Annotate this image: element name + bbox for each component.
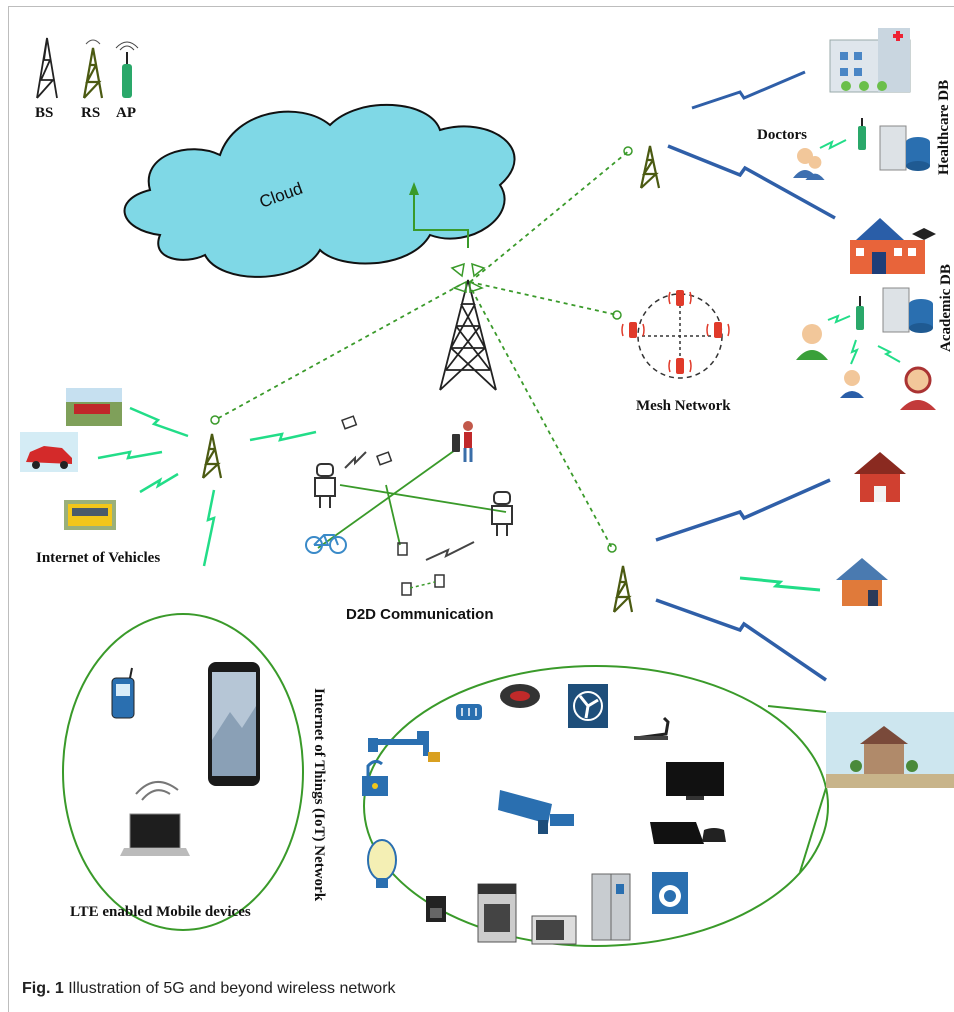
cloud-uplink <box>413 190 469 248</box>
iot-label: Internet of Things (IoT) Network <box>311 688 327 902</box>
wireless-link-house-mid <box>739 576 821 592</box>
student-icon <box>796 324 828 360</box>
school-icon <box>850 218 936 274</box>
academic-ap-icon <box>856 296 864 330</box>
microwave-icon <box>531 915 577 945</box>
academic-db-label: Academic DB <box>938 264 954 352</box>
doctors-icon <box>793 148 825 180</box>
car-icon <box>20 432 78 472</box>
fan-icon <box>568 684 608 728</box>
d2d-label: D2D Communication <box>346 606 494 623</box>
lte-devices-group <box>62 613 304 931</box>
feature-phone-icon <box>111 667 135 719</box>
robot-left-icon <box>314 463 336 509</box>
vehicle-wireless-links <box>97 406 317 567</box>
d2d-small-devices <box>341 415 445 596</box>
doctors-label: Doctors <box>757 127 807 143</box>
healthcare-db-server-icon <box>879 125 930 171</box>
wireless-link-house-top <box>655 478 831 542</box>
link-endpoints <box>210 146 633 553</box>
faucet-icon <box>368 731 440 762</box>
light-bulb-icon <box>367 839 397 888</box>
bus-icon <box>64 500 116 530</box>
house-blue-roof-icon <box>836 558 888 606</box>
wireless-link-teacher <box>850 339 859 365</box>
wireless-link-doctors <box>819 139 847 150</box>
backhaul-links <box>214 149 631 549</box>
iov-relay-tower-icon <box>201 433 223 479</box>
lte-label: LTE enabled Mobile devices <box>70 904 251 920</box>
robot-right-icon <box>491 491 513 537</box>
d2d-cluster <box>305 415 513 596</box>
hospital-icon <box>829 28 911 93</box>
washing-machine-icon <box>652 872 688 914</box>
d2d-wireless-links <box>344 451 475 561</box>
stove-icon <box>477 883 517 943</box>
iot-devices-group <box>362 665 954 947</box>
figure-number: Fig. 1 <box>22 980 64 997</box>
rs-tower-icon <box>82 39 104 99</box>
lock-icon <box>362 759 388 796</box>
bs-tower-icon <box>36 37 58 99</box>
coffee-maker-icon <box>426 896 446 922</box>
refrigerator-icon <box>591 873 631 941</box>
healthcare-db-label: Healthcare DB <box>936 80 952 175</box>
house-red-icon <box>854 452 906 502</box>
figure-frame <box>8 6 954 1012</box>
healthcare-ap-icon <box>858 118 866 150</box>
central-base-station-icon <box>439 262 497 391</box>
smartphone-icon <box>208 662 260 786</box>
wireless-link-operator <box>877 345 901 363</box>
wireless-link-student <box>827 314 851 324</box>
legend-ap-label: AP <box>116 105 136 121</box>
tv-icon <box>666 762 724 800</box>
iov-label: Internet of Vehicles <box>36 550 160 566</box>
figure-caption: Fig. 1 Illustration of 5G and beyond wir… <box>22 980 396 998</box>
teacher-icon <box>840 370 864 398</box>
legend-rs-label: RS <box>81 105 100 121</box>
figure-caption-text: Illustration of 5G and beyond wireless n… <box>68 980 396 997</box>
home-relay-tower-icon <box>612 565 634 613</box>
smart-home-thumbnail <box>826 712 954 788</box>
mesh-network-label: Mesh Network <box>636 398 731 414</box>
laptop-icon <box>120 781 190 856</box>
uplink-arrowhead <box>409 182 419 195</box>
legend: BS RS AP <box>35 37 139 121</box>
operator-icon <box>900 366 936 410</box>
healthcare-relay-tower-icon <box>639 145 661 189</box>
smart-speaker-icon <box>500 684 540 708</box>
bicycle-icon <box>305 534 347 554</box>
security-camera-icon <box>498 790 574 834</box>
academic-db-server-icon <box>882 287 933 333</box>
legend-bs-label: BS <box>35 105 53 121</box>
treadmill-icon <box>634 716 670 740</box>
wireless-link-hospital <box>691 70 806 110</box>
mesh-network-icon <box>621 290 730 379</box>
game-console-icon <box>650 822 726 844</box>
thermostat-icon <box>456 704 482 720</box>
wireless-link-bottom <box>655 598 827 682</box>
ap-antenna-icon <box>115 41 139 98</box>
train-icon <box>66 388 122 426</box>
cloud-shape <box>123 103 516 278</box>
wireless-link-school <box>667 144 836 220</box>
user-phone-icon <box>452 421 473 462</box>
network-diagram: BS RS AP Cloud <box>20 28 954 947</box>
